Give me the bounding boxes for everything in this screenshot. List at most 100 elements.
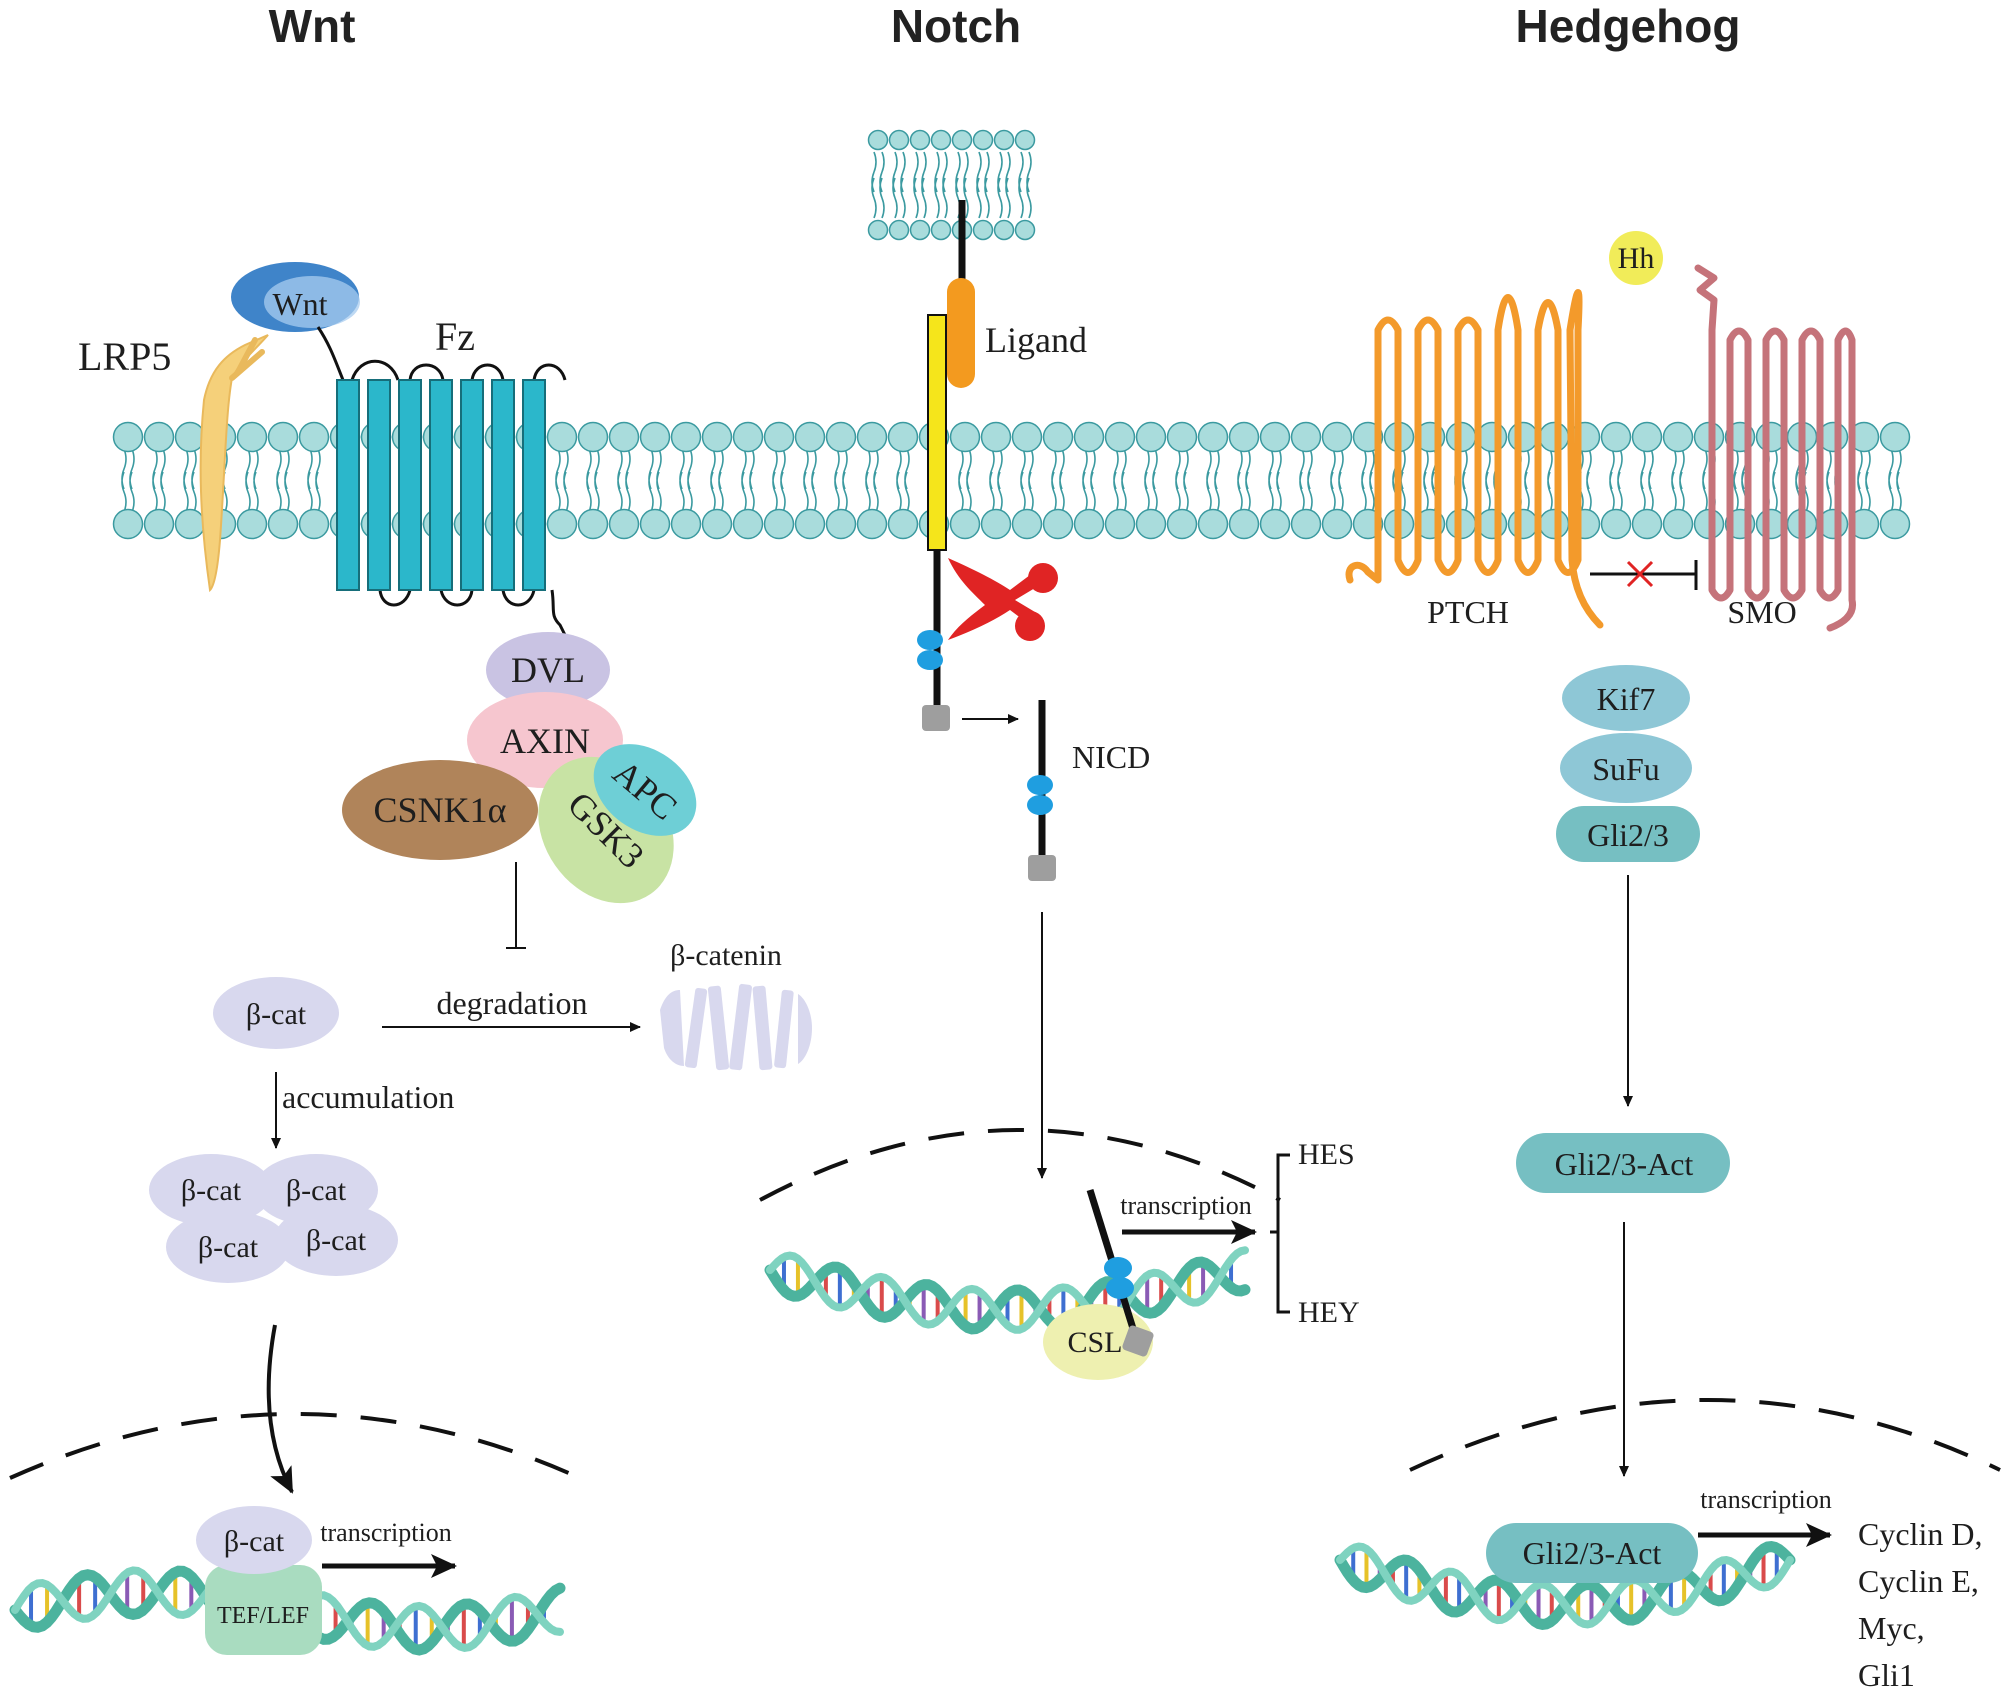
csl-factor [1043,1304,1153,1380]
nuclear-gli23-act-label: Gli2/3-Act [1523,1535,1662,1571]
wnt-pathway: LRP5 Wnt Fz DVL AXIN GSK3 APC CSNK1α [9,262,812,1656]
lipid-head [1600,508,1632,540]
lipid-head [1476,421,1508,453]
nuclear-translocation-arrow [266,1324,294,1494]
inhibition-line [506,862,526,949]
lipid-head [1321,421,1353,453]
fz-label: Fz [435,314,475,359]
gamma-secretase-scissors-icon [948,558,1058,641]
lipid-head [732,508,764,540]
lipid-head [930,129,952,151]
dna-strand [1336,1542,1794,1629]
lipid-head [794,421,826,453]
gli23-act-label: Gli2/3-Act [1555,1146,1694,1182]
lrp5-prongs [229,337,265,381]
lipid-head [1011,421,1043,453]
gli23-label: Gli2/3 [1587,817,1669,853]
lipid-head [1662,508,1694,540]
notch-domain [917,630,943,650]
lipid-head [1135,421,1167,453]
lipid-head [1104,508,1136,540]
lipid-head [1290,421,1322,453]
lipid-head [577,421,609,453]
lipid-head [972,129,994,151]
beta-cat-cluster-item [166,1211,290,1283]
accumulation-label: accumulation [282,1079,454,1115]
lipid-head [1135,508,1167,540]
nuclear-beta-cat-label: β-cat [224,1525,285,1558]
lipid-head [112,421,144,453]
csnk1a-protein [342,760,538,860]
notch-title: Notch [891,0,1021,52]
nuclear-gli23-act-protein [1486,1523,1698,1583]
notch-target: HEY [1298,1296,1360,1329]
lipid-head [1538,508,1570,540]
lipid-head [949,508,981,540]
lipid-head [949,421,981,453]
tef-lef-label: TEF/LEF [217,1603,309,1629]
hedgehog-dna [1334,1541,1796,1630]
notch-transcription-label: transcription [1120,1191,1251,1220]
nuclear-nicd-domain [1104,1257,1132,1279]
lipid-head [1600,421,1632,453]
lipid-head [1014,129,1036,151]
hh-ligand [1609,231,1663,285]
lipid-head [825,421,857,453]
lipid-head [909,219,931,241]
wnt-title: Wnt [269,0,356,52]
lipid-head [930,219,952,241]
gli23-act-protein [1516,1133,1730,1193]
lipid-head [639,421,671,453]
lipid-head [993,129,1015,151]
ptch-receptor [1345,289,1604,629]
beta-cat-protein [213,977,339,1049]
ligand-label: Ligand [985,320,1087,360]
hedgehog-title: Hedgehog [1516,0,1741,52]
lipid-head [980,421,1012,453]
lipid-head [546,421,578,453]
degradation-label: degradation [436,985,587,1021]
lipid-head [143,421,175,453]
dvl-protein [486,632,610,708]
lipid-head [794,508,826,540]
lipid-head [732,421,764,453]
lipid-head [1073,508,1105,540]
smo-receptor [1694,264,1857,632]
lipid-head [1879,508,1911,540]
lipid-head [1228,508,1260,540]
lipid-head [972,219,994,241]
lipid-head [1104,421,1136,453]
lrp5-receptor [199,334,269,593]
lipid-head [1507,508,1539,540]
lipid-head [1228,421,1260,453]
axin-label: AXIN [500,721,590,761]
nicd-domain [1027,775,1053,795]
lipid-head [298,508,330,540]
blocked-cross-icon [1626,560,1654,588]
lipid-head [1197,508,1229,540]
lrp5-label: LRP5 [78,334,171,379]
beta-cat-cluster-label: β-cat [286,1174,347,1207]
sufu-protein [1560,733,1692,803]
lipid-head [267,508,299,540]
lipid-head [639,508,671,540]
lipid-head [608,421,640,453]
hedgehog-transcription-label: transcription [1700,1485,1831,1514]
sufu-label: SuFu [1592,751,1660,787]
wnt-ligand-label: Wnt [272,286,327,322]
lipid-head [980,508,1012,540]
fz-c-tail [550,589,567,636]
lipid-head [887,421,919,453]
lipid-head [1042,421,1074,453]
lipid-head [236,421,268,453]
lipid-head [1042,508,1074,540]
lipid-head [143,508,175,540]
lipid-head [909,129,931,151]
lipid-head [1073,421,1105,453]
lipid-head [763,508,795,540]
notch-target-bracket [1270,1153,1290,1314]
lipid-head [174,508,206,540]
lipid-head [298,421,330,453]
dna-strand [766,1246,1249,1334]
